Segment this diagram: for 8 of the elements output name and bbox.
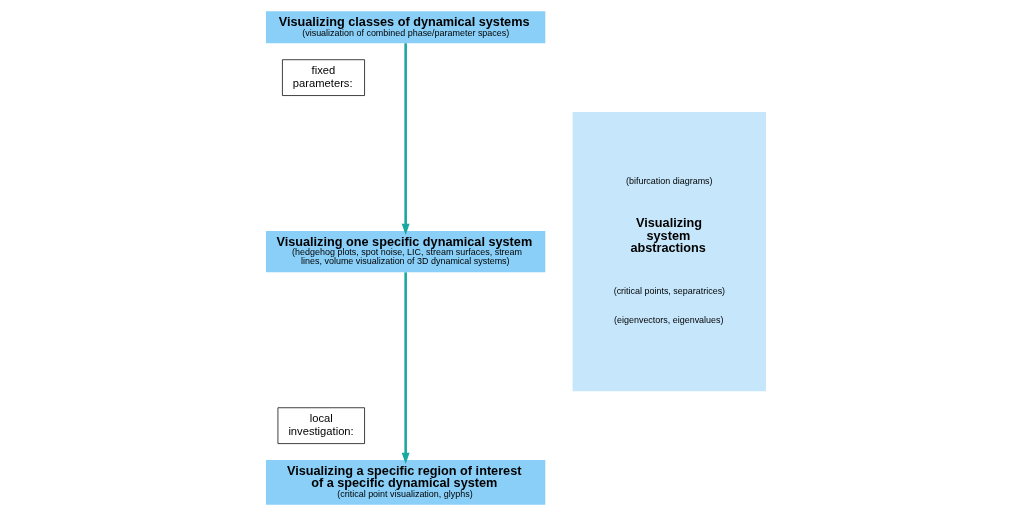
node-box: Visualizing classes of dynamical systems (visualization of combined phase/parameter spaces) [266,11,546,44]
node-box: Visualizing one specific dynamical system (hedgehog plots, spot noise, LIC, stream surfaces, stream lines, volume visualization of 3D dynamical systems) [266,231,546,273]
node-box: (bifurcation diagrams) Visualizing system abstractions (critical points, separatrices) (eigenvectors, eigenvalues) [572,112,766,392]
node-box: fixed parameters: [282,59,365,96]
node-box: local investigation: [277,407,365,444]
arrow [401,43,410,236]
arrow [401,272,410,464]
node-box: Visualizing a specific region of interest of a specific dynamical system (critical point visualization, glyphs) [266,460,546,505]
